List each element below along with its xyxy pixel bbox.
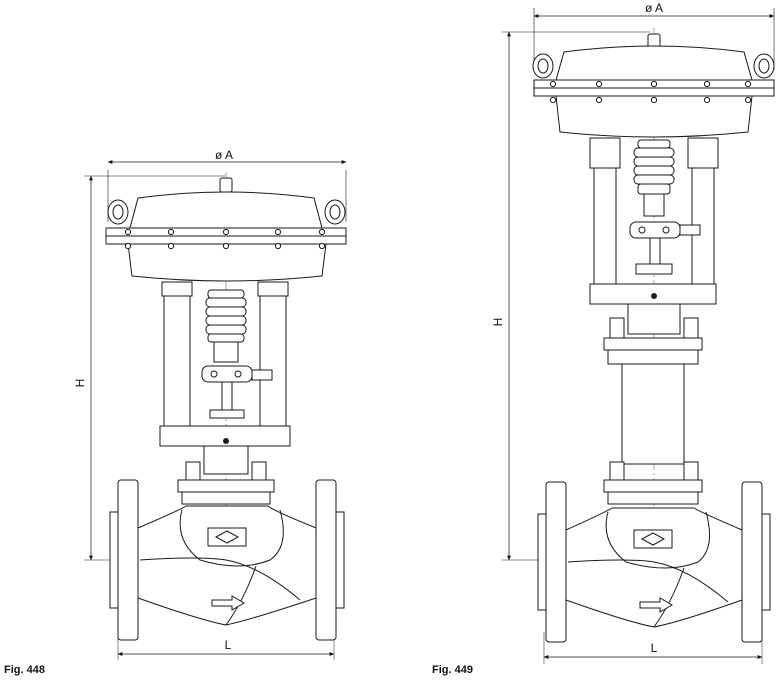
figure-caption-448: Fig. 448 [4, 664, 45, 676]
actuator-449 [532, 33, 775, 138]
dimension-l-label: L [651, 641, 658, 655]
valve-body-448 [109, 479, 345, 641]
yoke-448 [161, 281, 289, 429]
bellows-449 [633, 139, 675, 217]
dimension-a-label: ø A [645, 1, 663, 15]
valve-fig-448: ø A H L [73, 148, 347, 660]
stem-coupling-449 [629, 221, 701, 275]
actuator-bolts-449 [549, 80, 752, 104]
dimension-h-label: H [73, 379, 87, 388]
figure-caption-449: Fig. 449 [432, 664, 473, 676]
valve-fig-449: ø A H L [491, 1, 775, 664]
actuator-448 [105, 177, 347, 282]
dimension-l-label: L [225, 638, 232, 652]
bonnet-449 [589, 283, 717, 505]
stem-coupling-448 [201, 365, 273, 419]
valve-body-449 [537, 481, 771, 643]
dimension-a-label: ø A [215, 148, 233, 162]
yoke-449 [589, 137, 719, 285]
actuator-bolts-448 [124, 228, 326, 250]
dimension-h-label: H [491, 318, 505, 327]
bonnet-448 [159, 425, 291, 505]
bellows-448 [205, 289, 247, 363]
